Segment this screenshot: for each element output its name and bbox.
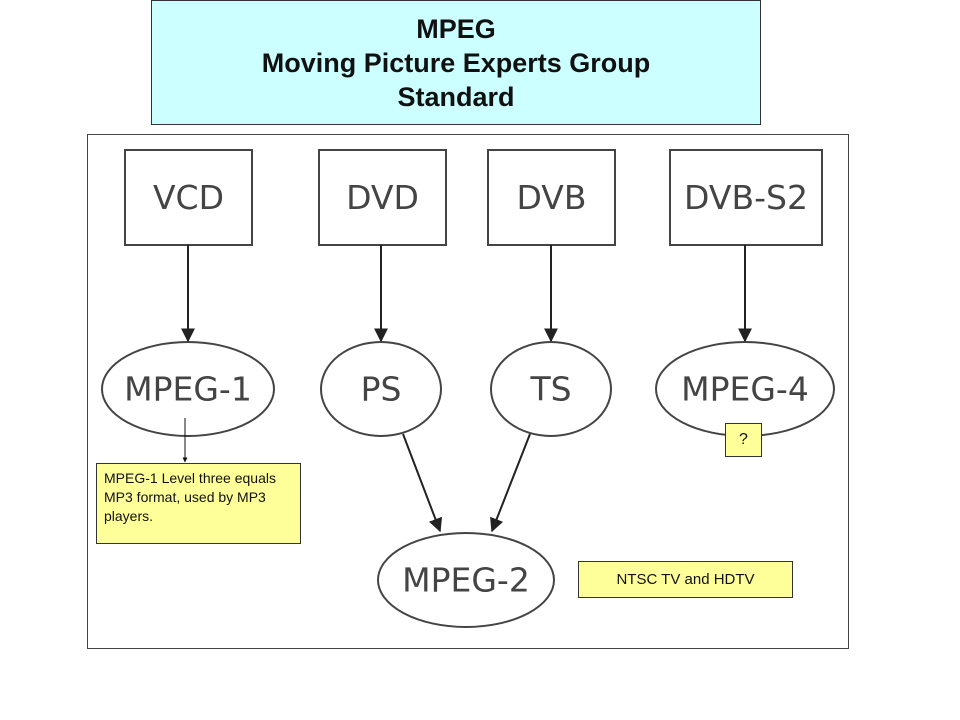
node-mpeg2-label: MPEG-2 (402, 561, 530, 600)
node-dvb-s2-label: DVB-S2 (684, 178, 808, 217)
title-line-2: Moving Picture Experts Group (261, 47, 651, 78)
node-dvd-label: DVD (346, 178, 419, 217)
node-vcd-label: VCD (153, 178, 224, 217)
node-ts: TS (490, 341, 612, 437)
node-vcd: VCD (124, 149, 253, 246)
edge-ps-mpeg2 (402, 433, 443, 533)
title-line-3: Standard (397, 81, 515, 112)
mp3-note: MPEG-1 Level three equals MP3 format, us… (96, 463, 301, 544)
node-mpeg2: MPEG-2 (377, 532, 555, 628)
edge-ts-mpeg2 (490, 433, 531, 533)
node-dvb: DVB (487, 149, 616, 246)
node-ts-label: TS (529, 370, 571, 409)
title-line-1: MPEG (416, 13, 496, 44)
node-mpeg1: MPEG-1 (101, 341, 275, 437)
node-dvb-label: DVB (516, 178, 586, 217)
ntsc-hdtv-note: NTSC TV and HDTV (578, 561, 793, 598)
node-dvd: DVD (318, 149, 447, 246)
question-note: ? (725, 423, 762, 457)
node-ps-label: PS (361, 370, 402, 409)
node-mpeg4-label: MPEG-4 (681, 370, 809, 409)
node-mpeg4: MPEG-4 (655, 341, 835, 437)
title-box: MPEG Moving Picture Experts Group Standa… (151, 0, 761, 125)
node-dvb-s2: DVB-S2 (669, 149, 823, 246)
node-mpeg1-label: MPEG-1 (124, 370, 252, 409)
node-ps: PS (320, 341, 442, 437)
